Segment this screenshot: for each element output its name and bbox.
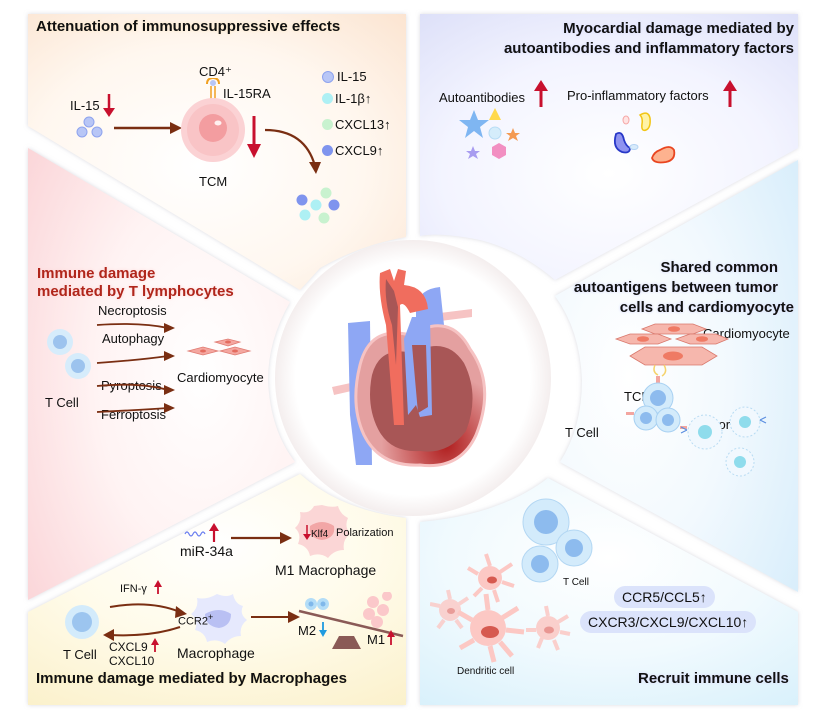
mir34a-pathway — [184, 523, 292, 544]
cxcl9-label: CXCL9 — [109, 640, 148, 654]
polarization-label: Polarization — [336, 527, 394, 539]
tcell-icon — [47, 329, 91, 379]
panel-macrophages-title: Immune damage mediated by Macrophages — [36, 670, 347, 687]
tcell-label: T Cell — [563, 577, 589, 588]
tcell-label: T Cell — [63, 647, 97, 662]
tcr-receptor-icon — [653, 364, 667, 377]
m1-cells-icon — [363, 592, 392, 628]
proinflammatory-factors-icon — [613, 112, 676, 164]
panel-t-lymphocytes-title-line1: Immune damage — [37, 265, 156, 282]
up-arrow-icon — [723, 80, 737, 107]
panel-myocardial-title-line1: Myocardial damage mediated by — [563, 20, 794, 37]
cardiomyocyte-label: Cardiomyocyte — [177, 370, 264, 385]
dendritic-cell-label: Dendritic cell — [457, 666, 515, 677]
pathway-autophagy: Autophagy — [102, 331, 165, 346]
macrophage-interaction-diagram — [65, 592, 404, 649]
il15-molecules-icon — [76, 116, 103, 138]
m1-label: M1 — [367, 632, 386, 647]
tcell-cluster-icon — [626, 382, 687, 433]
tcm-label: TCM — [199, 174, 228, 189]
tcm-cell-icon — [181, 98, 245, 162]
il15ra-receptor-icon — [206, 78, 220, 100]
autoantibodies-label: Autoantibodies — [439, 90, 526, 105]
chemokine-pill-ccr5: CCR5/CCL5↑ — [614, 586, 715, 608]
mir34a-label: miR-34a — [180, 543, 233, 559]
cxcl10-label: CXCL10 — [109, 654, 155, 668]
il15ra-label: IL-15RA — [223, 86, 271, 101]
cardiomyocyte-icon — [186, 338, 252, 356]
mirna-icon — [184, 531, 206, 537]
flow-arrow-icon — [114, 122, 182, 134]
panel-myocardial-title-line2: autoantibodies and inflammatory factors — [503, 40, 794, 57]
m2-cells-icon — [305, 598, 329, 610]
panel-shared-title-line3: cells and cardiomyocyte — [619, 299, 794, 316]
ccr2-label: CCR2+ — [178, 610, 213, 630]
panel-t-lymphocytes-title-line2: mediated by T lymphocytes — [37, 283, 234, 300]
down-arrow-icon — [103, 94, 115, 117]
m2-label: M2 — [298, 623, 317, 638]
panel-shared-title-line1: Shared common — [660, 259, 778, 276]
down-arrow-icon — [247, 116, 261, 158]
panel-recruit-title: Recruit immune cells — [638, 670, 789, 687]
panel-myocardial-bg — [420, 14, 798, 280]
panel-recruit-bg — [420, 478, 798, 705]
tumor-cell-icon — [680, 406, 767, 477]
arrowheads — [164, 323, 175, 413]
up-arrow-icon — [534, 80, 548, 107]
up-arrow-icon — [151, 638, 159, 652]
ifn-gamma-label: IFN-γ — [120, 583, 147, 595]
klf4-label: Klf4 — [311, 529, 329, 540]
ccr2-superscript: + — [207, 612, 214, 622]
flow-arrow-icon — [231, 532, 292, 544]
pathway-necroptosis: Necroptosis — [98, 303, 167, 318]
panel-shared-title-line2: autoantigens between tumor — [573, 279, 778, 296]
cytokine-cluster-icon — [296, 187, 340, 224]
panel-immunosuppressive-title: Attenuation of immunosuppressive effects — [36, 18, 341, 35]
autoantibodies-shapes-icon — [459, 108, 520, 159]
bidirectional-arrows — [103, 603, 187, 641]
nuclei — [637, 326, 708, 361]
tcell-cluster-icon — [521, 498, 593, 583]
ccr2-macrophage-icon — [191, 594, 247, 644]
flow-arrow-icon — [251, 611, 300, 623]
legend-dot — [322, 119, 333, 130]
legend-label: CXCL9↑ — [335, 143, 384, 158]
up-arrow-icon — [154, 580, 162, 594]
tcell-label: T Cell — [45, 395, 79, 410]
panel-t-lymphocytes-bg — [28, 148, 295, 600]
tcell-icon — [65, 605, 99, 639]
m1-macrophage-icon — [295, 505, 350, 558]
down-arrow-icon — [319, 622, 327, 637]
legend-dot — [322, 145, 333, 156]
heart-icon — [332, 269, 487, 468]
down-arrow-icon — [303, 525, 311, 540]
legend-label: CXCL13↑ — [335, 117, 391, 132]
tcm-cell-diagram — [181, 78, 321, 174]
up-arrow-icon — [209, 523, 219, 542]
curved-flow-arrow-icon — [264, 128, 321, 174]
balance-scale-icon — [298, 592, 404, 649]
recruit-cells-diagram — [430, 498, 593, 663]
tcell-label: T Cell — [565, 425, 599, 440]
cd4-label: CD4⁺ — [199, 64, 232, 79]
il15-diagram — [76, 94, 182, 138]
legend-label: IL-1β↑ — [335, 91, 372, 106]
macrophage-label: Macrophage — [177, 645, 255, 661]
dendritic-cell-icon — [430, 553, 571, 663]
up-arrow-icon — [387, 630, 395, 645]
proinflammatory-label: Pro-inflammatory factors — [567, 88, 709, 103]
pathway-arrows — [96, 323, 169, 413]
legend-dot — [322, 71, 334, 83]
shared-autoantigens-diagram — [614, 323, 767, 477]
legend-label: IL-15 — [337, 69, 367, 84]
ccr2-text: CCR2 — [178, 615, 208, 628]
il15-label: IL-15 — [70, 98, 100, 113]
t-lymphocyte-pathways-diagram — [47, 323, 252, 413]
panel-shared-autoantigens-bg — [555, 160, 798, 592]
legend-dot — [322, 93, 333, 104]
m1-macrophage-label: M1 Macrophage — [275, 562, 377, 578]
chemokine-pill-cxcr3: CXCR3/CXCL9/CXCL10↑ — [580, 611, 757, 633]
tcr-stalk — [656, 376, 660, 384]
